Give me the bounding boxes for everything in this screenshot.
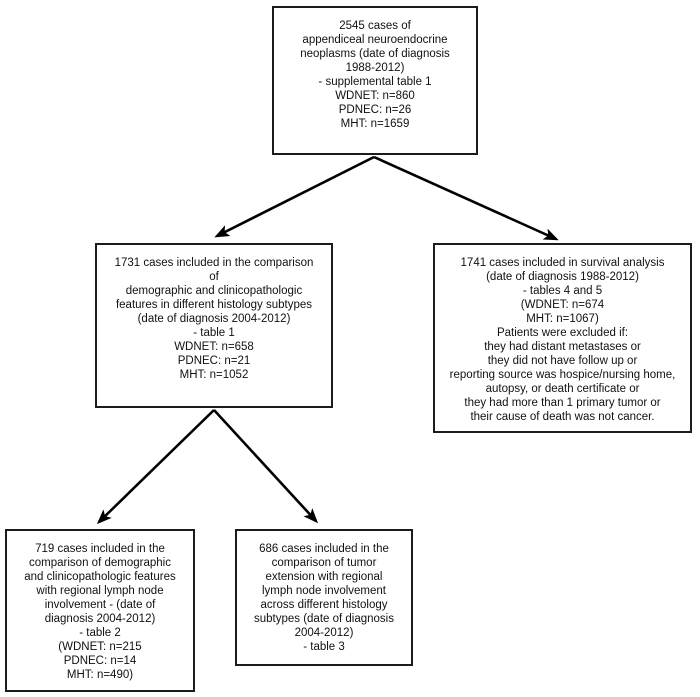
flow-node-survival-text: 1741 cases included in survival analysis… [449, 257, 676, 423]
flow-node-cohort: 2545 cases of appendiceal neuroendocrine… [272, 6, 478, 155]
arrow-cohort-to-survival [373, 155, 559, 241]
arrow-cohort-to-comparison [214, 155, 375, 238]
arrow-comparison-to-tumor-extension [213, 409, 319, 524]
flow-node-survival: 1741 cases included in survival analysis… [433, 243, 692, 433]
arrow-comparison-to-lymph-node [96, 409, 215, 525]
flow-node-cohort-text: 2545 cases of appendiceal neuroendocrine… [300, 20, 450, 130]
flow-node-tumor-extension: 686 cases included in the comparison of … [235, 529, 413, 666]
flow-node-comparison-text: 1731 cases included in the comparison of… [114, 257, 314, 381]
flow-node-lymph-node-text: 719 cases included in the comparison of … [24, 543, 176, 681]
flow-node-tumor-extension-text: 686 cases included in the comparison of … [253, 543, 394, 653]
flow-node-lymph-node: 719 cases included in the comparison of … [5, 529, 195, 692]
flow-node-comparison: 1731 cases included in the comparison of… [95, 243, 333, 408]
